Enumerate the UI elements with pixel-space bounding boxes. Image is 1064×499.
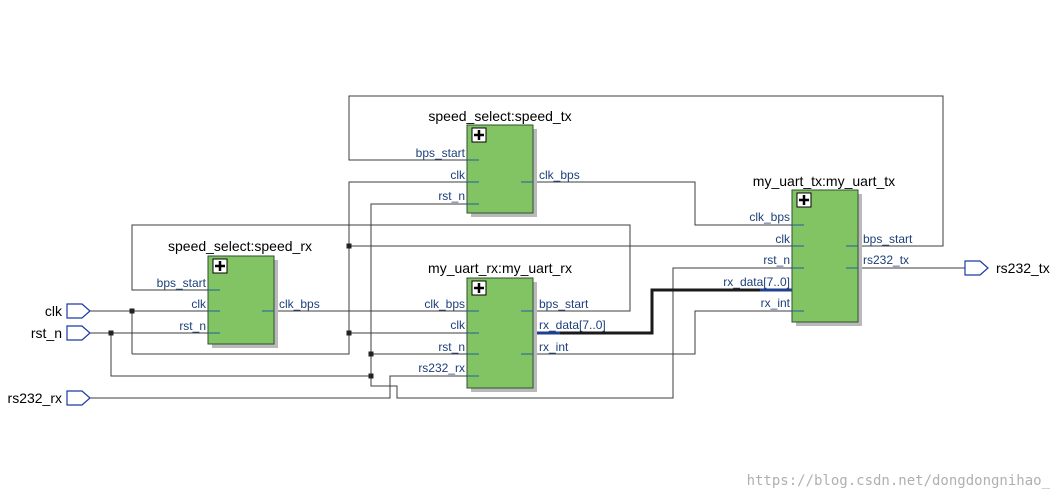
io-label: rs232_rx	[8, 390, 62, 406]
block-speed-tx[interactable]: speed_select:speed_tx bps_start clk rst_…	[416, 108, 580, 217]
block-uart-tx[interactable]: my_uart_tx:my_uart_tx clk_bps clk rst_n …	[723, 173, 913, 326]
port-label: clk	[191, 297, 207, 311]
block-uart-rx[interactable]: my_uart_rx:my_uart_rx clk_bps clk rst_n …	[418, 260, 606, 392]
io-pin-rs232-rx[interactable]: rs232_rx	[8, 390, 91, 406]
io-pin-clk[interactable]: clk	[45, 303, 91, 319]
port-label: clk_bps	[424, 297, 465, 311]
io-pin-rs232-tx[interactable]: rs232_tx	[964, 260, 1050, 276]
port-label: clk_bps	[749, 210, 790, 224]
port-label: bps_start	[863, 232, 913, 246]
port-label: rst_n	[763, 253, 790, 267]
port-label: rx_data[7..0]	[539, 318, 606, 332]
port-label: clk_bps	[279, 297, 320, 311]
port-label: bps_start	[157, 276, 207, 290]
port-label: rst_n	[179, 319, 206, 333]
rx-data-bus	[522, 288, 793, 335]
port-label: clk	[450, 318, 466, 332]
port-label: clk	[775, 232, 791, 246]
io-label: rs232_tx	[996, 260, 1050, 276]
expand-icon[interactable]	[796, 192, 812, 208]
block-title: my_uart_tx:my_uart_tx	[753, 173, 895, 189]
block-speed-rx[interactable]: speed_select:speed_rx bps_start clk rst_…	[157, 238, 320, 348]
expand-icon[interactable]	[471, 127, 487, 143]
port-label: bps_start	[539, 297, 589, 311]
port-label: rx_data[7..0]	[723, 275, 790, 289]
port-label: rst_n	[438, 340, 465, 354]
junction-dots	[108, 243, 374, 379]
block-title: speed_select:speed_tx	[428, 108, 571, 124]
port-label: bps_start	[416, 146, 466, 160]
port-label: clk	[450, 168, 466, 182]
watermark-text: https://blog.csdn.net/dongdongnihao_	[747, 473, 1051, 489]
expand-icon[interactable]	[471, 280, 487, 296]
io-label: clk	[45, 303, 63, 319]
port-label: rst_n	[438, 189, 465, 203]
port-label: clk_bps	[539, 168, 580, 182]
port-label: rx_int	[539, 340, 569, 354]
io-label: rst_n	[31, 325, 62, 341]
expand-icon[interactable]	[212, 258, 228, 274]
block-title: my_uart_rx:my_uart_rx	[428, 260, 572, 276]
port-label: rs232_tx	[863, 253, 909, 267]
io-pin-rst-n[interactable]: rst_n	[31, 325, 91, 341]
port-label: rs232_rx	[418, 361, 465, 375]
port-label: rx_int	[761, 296, 791, 310]
block-title: speed_select:speed_rx	[168, 238, 312, 254]
